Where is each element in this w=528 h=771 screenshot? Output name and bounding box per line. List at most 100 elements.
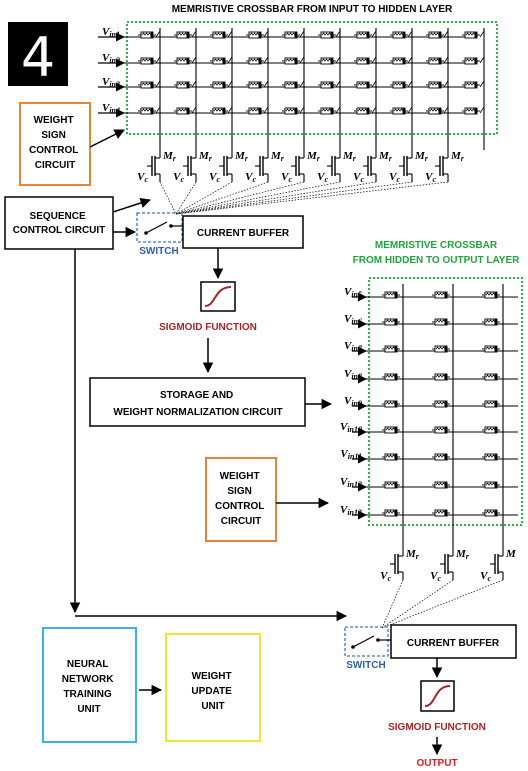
memristor-1: [245, 81, 265, 89]
memristor-1: [317, 81, 337, 89]
memristor-1: [353, 31, 373, 39]
storage-normalization-box: [89, 377, 306, 427]
crossbar2-input-label: Vin13: [340, 504, 362, 517]
switch-lever-2: [352, 635, 375, 648]
memristor-2: [431, 291, 451, 299]
crossbar1-output-line: [175, 181, 197, 215]
crossbar2-input-label: Vin11: [340, 448, 362, 461]
transistor-label-1: Mr: [162, 150, 177, 163]
memristor-1: [317, 31, 337, 39]
crossbar2-border: [368, 277, 523, 526]
switch-box-1: [136, 212, 183, 243]
crossbar1-array: [98, 28, 485, 150]
memristor-1: [281, 81, 301, 89]
transistor-label-2: Mr: [455, 548, 470, 561]
memristor-2: [431, 400, 451, 408]
crossbar1-input-label: Vin1: [102, 26, 120, 39]
vc-label-1: Vc: [353, 171, 364, 184]
memristor-2: [431, 426, 451, 434]
memristor-1: [461, 81, 481, 89]
memristor-1: [137, 31, 157, 39]
memristor-1: [353, 57, 373, 65]
weight-sign-control-box-2: [205, 457, 277, 542]
memristor-1: [281, 31, 301, 39]
memristor-2: [431, 373, 451, 381]
memristor-1: [173, 81, 193, 89]
memristor-1: [461, 31, 481, 39]
memristor-2: [481, 291, 501, 299]
weight-sign-control-label-2: WEIGHT SIGN CONTROL CIRCUIT: [215, 471, 267, 527]
memristor-1: [389, 107, 409, 115]
crossbar2-title-line2: FROM HIDDEN TO OUTPUT LAYER: [353, 255, 520, 266]
memristor-1: [317, 107, 337, 115]
sequence-control-label: SEQUENCE CONTROL CIRCUIT: [13, 211, 106, 236]
memristor-2: [481, 509, 501, 517]
crossbar1-border: [126, 21, 498, 135]
memristor-1: [245, 107, 265, 115]
sequence-control-box: [4, 196, 114, 250]
memristor-1: [281, 107, 301, 115]
vc-label-1: Vc: [245, 171, 256, 184]
memristor-2: [381, 318, 401, 326]
memristor-1: [173, 31, 193, 39]
current-buffer-label-2: CURRENT BUFFER: [407, 638, 500, 649]
sigmoid-curve-1: [204, 286, 232, 307]
current-buffer-label-1: CURRENT BUFFER: [197, 228, 290, 239]
memristor-1: [245, 31, 265, 39]
weight-sign-control-box-1: [19, 102, 91, 186]
crossbar2-input-label: Vin7: [344, 340, 363, 353]
memristor-1: [353, 107, 373, 115]
memristor-1: [137, 81, 157, 89]
crossbar1-output-line: [175, 181, 449, 215]
memristor-2: [381, 426, 401, 434]
sequence-to-crossbar-arrow: [112, 197, 151, 213]
transistor-label-2: M: [505, 548, 517, 560]
memristor-2: [481, 345, 501, 353]
crossbar2-array: [352, 284, 518, 548]
memristor-1: [281, 57, 301, 65]
crossbar2-input-label: Vin12: [340, 476, 362, 489]
memristor-2: [481, 426, 501, 434]
crossbar1-input-label: Vin4: [102, 102, 120, 115]
switch-box-2: [344, 626, 389, 657]
memristor-1: [425, 81, 445, 89]
mnist-digit-text: 4: [21, 26, 55, 89]
transistor-label-1: Mr: [414, 150, 429, 163]
sigmoid-label-1: SIGMOID FUNCTION: [159, 322, 257, 333]
memristor-2: [381, 373, 401, 381]
crossbar2-output-line: [381, 579, 504, 629]
crossbar1-output-line: [159, 181, 177, 215]
sigmoid-curve-2: [424, 685, 451, 707]
switch-label-1: SWITCH: [139, 246, 178, 257]
memristor-1: [173, 57, 193, 65]
vc-label-1: Vc: [173, 171, 184, 184]
transistor-2: [489, 547, 504, 581]
memristor-1: [425, 57, 445, 65]
crossbar1-input-label: Vin3: [102, 76, 120, 89]
crossbar1-output-line: [175, 181, 377, 215]
current-buffer-box-1: [182, 215, 304, 249]
memristor-2: [381, 400, 401, 408]
memristor-2: [431, 481, 451, 489]
memristor-2: [381, 453, 401, 461]
transistor-2: [389, 547, 404, 581]
crossbar1-output-line: [175, 181, 305, 215]
vc-label-1: Vc: [137, 171, 148, 184]
vc-label-1: Vc: [209, 171, 220, 184]
memristor-1: [389, 57, 409, 65]
memristor-1: [425, 31, 445, 39]
memristor-2: [481, 318, 501, 326]
transistor-label-1: Mr: [306, 150, 321, 163]
transistor-1: [362, 149, 377, 183]
weight-update-box: [165, 633, 261, 742]
crossbar1-output-line: [175, 181, 341, 215]
memristor-2: [431, 509, 451, 517]
transistor-1: [218, 149, 233, 183]
memristor-1: [137, 107, 157, 115]
memristor-1: [209, 81, 229, 89]
transistor-1: [398, 149, 413, 183]
memristor-1: [209, 31, 229, 39]
